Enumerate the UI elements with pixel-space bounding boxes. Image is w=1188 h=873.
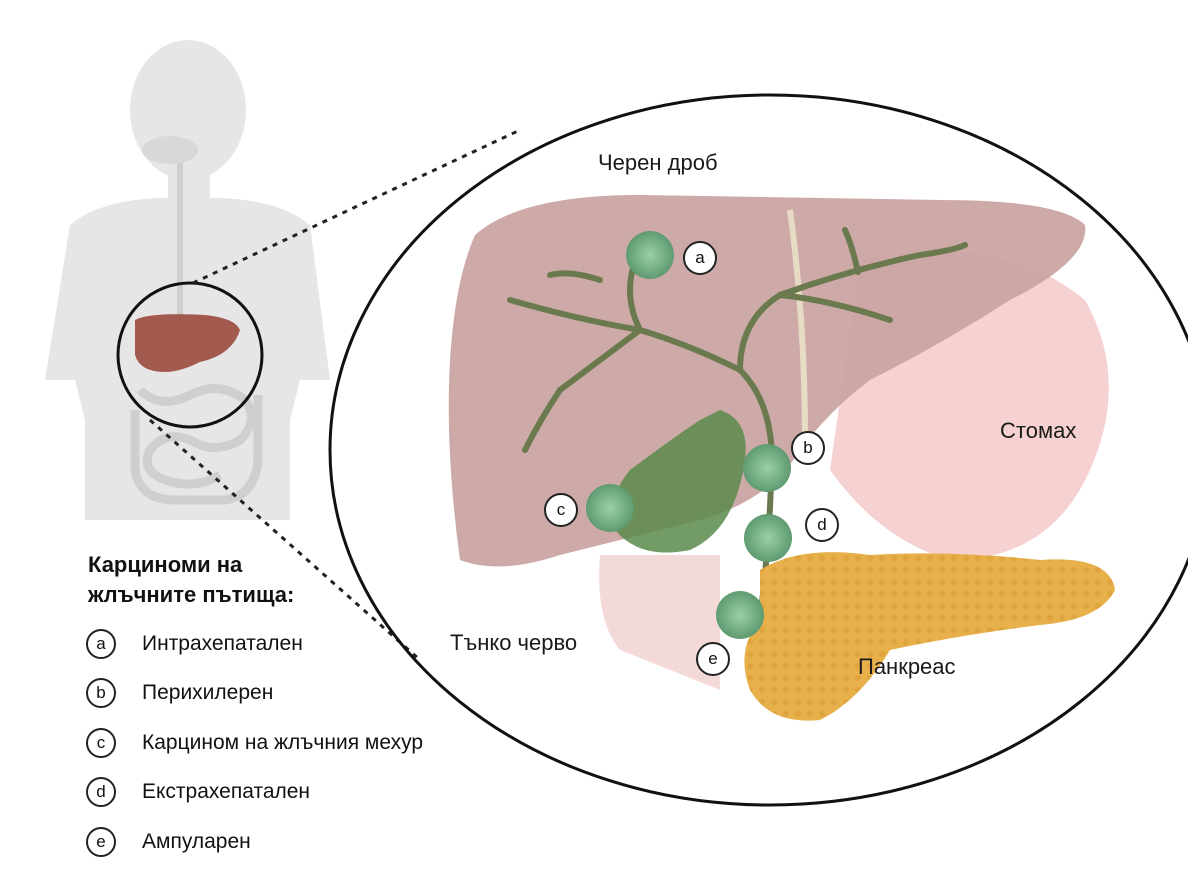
tumor-e xyxy=(716,591,764,639)
legend-item-b: b Перихилерен xyxy=(86,676,273,710)
legend-label-c: Карцином на жлъчния мехур xyxy=(142,731,423,755)
legend-title: Карциноми на жлъчните пътища: xyxy=(88,550,294,610)
stomach-label: Стомах xyxy=(1000,418,1076,444)
legend-label-e: Ампуларен xyxy=(142,830,251,854)
tumor-b xyxy=(743,444,791,492)
tumor-a xyxy=(626,231,674,279)
legend-badge-a: a xyxy=(86,629,116,659)
legend-badge-c: c xyxy=(86,728,116,758)
legend-item-c: c Карцином на жлъчния мехур xyxy=(86,726,423,760)
legend-badge-e: e xyxy=(86,827,116,857)
marker-e: e xyxy=(696,642,730,676)
tumor-c xyxy=(586,484,634,532)
legend-item-a: a Интрахепатален xyxy=(86,627,303,661)
legend-item-d: d Екстрахепатален xyxy=(86,775,310,809)
legend-label-d: Екстрахепатален xyxy=(142,780,310,804)
tumor-d xyxy=(744,514,792,562)
legend-label-a: Интрахепатален xyxy=(142,632,303,656)
marker-b: b xyxy=(791,431,825,465)
legend-badge-d: d xyxy=(86,777,116,807)
pancreas-label: Панкреас xyxy=(858,654,956,680)
marker-c: c xyxy=(544,493,578,527)
marker-a: a xyxy=(683,241,717,275)
liver-label: Черен дроб xyxy=(598,150,718,176)
marker-d: d xyxy=(805,508,839,542)
small-intestine-label: Тънко черво xyxy=(450,630,577,656)
legend-label-b: Перихилерен xyxy=(142,681,273,705)
legend-item-e: e Ампуларен xyxy=(86,825,251,859)
body-silhouette xyxy=(45,40,330,520)
legend-badge-b: b xyxy=(86,678,116,708)
